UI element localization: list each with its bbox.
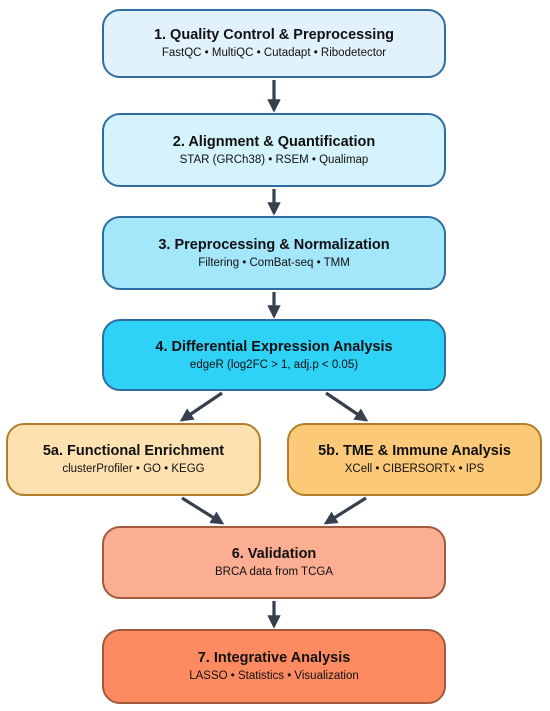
- step-7-tools: LASSO • Statistics • Visualization: [189, 670, 359, 682]
- step-2-title: 2. Alignment & Quantification: [172, 133, 376, 150]
- step-3-box: 3. Preprocessing & Normalization Filteri…: [102, 216, 446, 290]
- step-5b-tools: XCell • CIBERSORTx • IPS: [344, 463, 485, 475]
- arrow-4-to-5a: [179, 391, 223, 422]
- step-7-box: 7. Integrative Analysis LASSO • Statisti…: [102, 629, 446, 704]
- step-1-title: 1. Quality Control & Preprocessing: [153, 27, 395, 43]
- step-4-title: 4. Differential Expression Analysis: [155, 338, 393, 355]
- step-4-box: 4. Differential Expression Analysis edge…: [102, 319, 446, 391]
- step-6-tools: BRCA data from TCGA: [214, 566, 334, 578]
- arrow-5b-to-6: [323, 496, 367, 525]
- step-3-title: 3. Preprocessing & Normalization: [158, 236, 390, 253]
- step-4-tools: edgeR (log2FC > 1, adj.p < 0.05): [189, 358, 359, 371]
- step-5b-box: 5b. TME & Immune Analysis XCell • CIBERS…: [287, 423, 542, 496]
- step-6-title: 6. Validation: [231, 546, 317, 562]
- step-5a-box: 5a. Functional Enrichment clusterProfile…: [6, 423, 261, 496]
- step-2-box: 2. Alignment & Quantification STAR (GRCh…: [102, 113, 446, 187]
- step-1-tools: FastQC • MultiQC • Cutadapt • Ribodetect…: [161, 47, 387, 59]
- step-3-tools: Filtering • ComBat-seq • TMM: [198, 256, 350, 269]
- step-7-title: 7. Integrative Analysis: [197, 650, 351, 666]
- step-1-box: 1. Quality Control & Preprocessing FastQ…: [102, 9, 446, 78]
- step-6-box: 6. Validation BRCA data from TCGA: [102, 526, 446, 599]
- step-2-tools: STAR (GRCh38) • RSEM • Qualimap: [179, 153, 369, 166]
- step-5b-title: 5b. TME & Immune Analysis: [318, 443, 511, 459]
- arrow-4-to-5b: [325, 391, 369, 422]
- arrow-5a-to-6: [181, 496, 225, 525]
- step-5a-tools: clusterProfiler • GO • KEGG: [62, 463, 205, 475]
- step-5a-title: 5a. Functional Enrichment: [42, 443, 225, 459]
